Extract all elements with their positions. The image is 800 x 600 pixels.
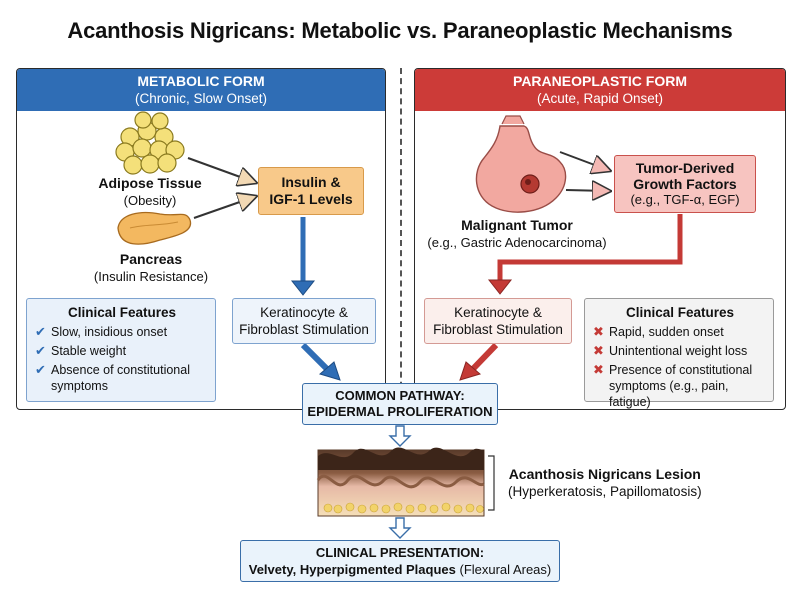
metabolic-clinical-features: Clinical Features ✔Slow, insidious onset… xyxy=(26,298,216,402)
insulin-line-1: Insulin & xyxy=(281,174,341,190)
paraneoplastic-clinical-features: Clinical Features ✖Rapid, sudden onset ✖… xyxy=(584,298,774,409)
adipose-label: Adipose Tissue (Obesity) xyxy=(88,175,212,209)
pancreas-subtitle: (Insulin Resistance) xyxy=(93,269,209,284)
common-line-2: EPIDERMAL PROLIFERATION xyxy=(307,404,493,419)
lesion-title: Acanthosis Nigricans Lesion xyxy=(508,466,701,482)
kera-line-2: Fibroblast Stimulation xyxy=(433,322,563,337)
page-title: Acanthosis Nigricans: Metabolic vs. Para… xyxy=(67,18,733,43)
feature-item: ✖Rapid, sudden onset xyxy=(593,324,724,339)
presentation-line-2-bold: Velvety, Hyperpigmented Plaques xyxy=(248,562,456,577)
cross-icon: ✖ xyxy=(593,362,604,377)
gf-line-1: Tumor-Derived xyxy=(635,160,735,176)
skin-lesion-illustration xyxy=(316,447,495,517)
feature-item: ✖Presence of constitutional symptoms (e.… xyxy=(593,362,753,409)
common-line-1: COMMON PATHWAY: xyxy=(335,388,465,403)
tumor-label: Malignant Tumor (e.g., Gastric Adenocarc… xyxy=(424,217,610,251)
insulin-line-2: IGF-1 Levels xyxy=(269,191,353,207)
panel-divider xyxy=(400,68,402,408)
paraneoplastic-header: PARANEOPLASTIC FORM (Acute, Rapid Onset) xyxy=(415,69,785,111)
metabolic-title: METABOLIC FORM xyxy=(137,73,265,89)
paraneoplastic-subtitle: (Acute, Rapid Onset) xyxy=(536,91,664,106)
insulin-igf1-box: Insulin & IGF-1 Levels xyxy=(258,167,364,215)
paraneoplastic-title: PARANEOPLASTIC FORM xyxy=(513,73,687,89)
feature-item: ✔Stable weight xyxy=(35,343,127,358)
kera-line-2: Fibroblast Stimulation xyxy=(239,322,369,337)
feature-item: ✔Slow, insidious onset xyxy=(35,324,168,339)
presentation-line-1: CLINICAL PRESENTATION: xyxy=(315,545,485,560)
growth-factors-box: Tumor-Derived Growth Factors (e.g., TGF-… xyxy=(614,155,756,213)
features-title: Clinical Features xyxy=(67,305,177,320)
metabolic-keratinocyte-box: Keratinocyte & Fibroblast Stimulation xyxy=(232,298,376,344)
kera-line-1: Keratinocyte & xyxy=(454,305,542,320)
check-icon: ✔ xyxy=(35,362,46,377)
features-title: Clinical Features xyxy=(625,305,735,320)
gf-line-3: (e.g., TGF-α, EGF) xyxy=(630,192,740,207)
metabolic-subtitle: (Chronic, Slow Onset) xyxy=(134,91,268,106)
common-pathway-box: COMMON PATHWAY: EPIDERMAL PROLIFERATION xyxy=(302,383,498,425)
paraneoplastic-keratinocyte-box: Keratinocyte & Fibroblast Stimulation xyxy=(424,298,572,344)
pancreas-title: Pancreas xyxy=(119,251,183,267)
clinical-presentation-box: CLINICAL PRESENTATION: Velvety, Hyperpig… xyxy=(240,540,560,582)
kera-line-1: Keratinocyte & xyxy=(260,305,348,320)
pancreas-label: Pancreas (Insulin Resistance) xyxy=(76,251,226,285)
tumor-title: Malignant Tumor xyxy=(461,217,573,233)
down-arrow-icon xyxy=(388,425,412,447)
tumor-subtitle: (e.g., Gastric Adenocarcinoma) xyxy=(427,235,607,250)
adipose-title: Adipose Tissue xyxy=(98,175,202,191)
gf-line-2: Growth Factors xyxy=(633,176,737,192)
cross-icon: ✖ xyxy=(593,324,604,339)
down-arrow-icon xyxy=(388,517,412,539)
check-icon: ✔ xyxy=(35,343,46,358)
lesion-subtitle: (Hyperkeratosis, Papillomatosis) xyxy=(508,484,702,499)
adipose-subtitle: (Obesity) xyxy=(123,193,177,208)
lesion-label: Acanthosis Nigricans Lesion (Hyperkerato… xyxy=(508,466,702,500)
cross-icon: ✖ xyxy=(593,343,604,358)
feature-item: ✔Absence of constitutional symptoms xyxy=(35,362,190,393)
check-icon: ✔ xyxy=(35,324,46,339)
metabolic-header: METABOLIC FORM (Chronic, Slow Onset) xyxy=(17,69,385,111)
presentation-line-2-rest: (Flexural Areas) xyxy=(455,562,552,577)
feature-item: ✖Unintentional weight loss xyxy=(593,343,748,358)
